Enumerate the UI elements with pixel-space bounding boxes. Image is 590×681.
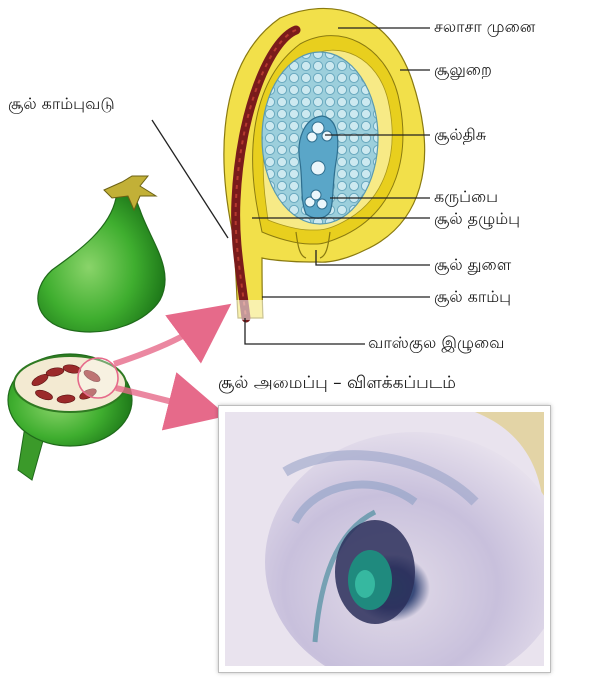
ovule-micrograph-frame [218, 405, 551, 673]
diagram-caption: சூல் அமைப்பு – விளக்கப்படம் [218, 374, 456, 392]
label-funicle: சூல் காம்பு [434, 288, 511, 306]
label-chalaza: சலாசா முனை [434, 18, 535, 36]
ovary-whole [38, 176, 165, 332]
label-hilum-scar: சூல் காம்புவடு [8, 95, 115, 113]
stalk-fade [226, 300, 274, 320]
ovule-highlight [78, 358, 118, 398]
label-hilum: சூல் தழும்பு [434, 210, 520, 228]
label-embryo-sac: கருப்பை [434, 188, 498, 206]
label-integument: சூலுறை [434, 61, 492, 79]
label-nucellus: சூல்திசு [434, 126, 486, 144]
ovary-bulb [38, 188, 165, 332]
ovary-section [8, 354, 132, 480]
ovule-structure [224, 8, 425, 320]
ovule-micrograph [225, 412, 544, 666]
arrow-to-diagram [114, 318, 212, 364]
label-vascular-strand: வாஸ்குல இழுவை [368, 334, 504, 352]
label-micropyle: சூல் துளை [434, 256, 511, 274]
